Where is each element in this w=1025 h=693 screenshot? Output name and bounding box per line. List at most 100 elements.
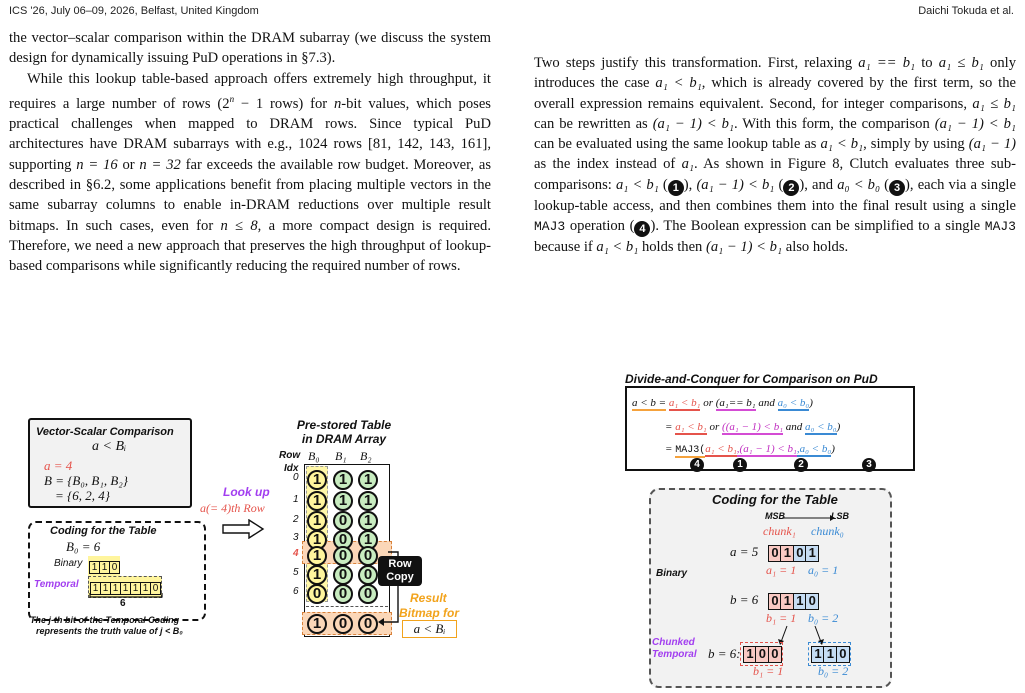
- msb-label: MSB: [765, 511, 785, 521]
- a1-value: a₁ = 1: [766, 563, 797, 577]
- table-cell: 0: [333, 565, 353, 585]
- row-idx-selected: 4: [293, 548, 299, 559]
- table-cell: 1: [307, 491, 327, 511]
- step-4-badge: 4: [634, 221, 651, 238]
- result-expr: a < Bᵢ: [402, 620, 457, 638]
- col-head-b2: B₂: [360, 449, 372, 463]
- table-cell: 1: [333, 491, 353, 511]
- temporal-brace: [89, 593, 163, 598]
- running-header-left: ICS '26, July 06–09, 2026, Belfast, Unit…: [9, 5, 259, 17]
- formula-box: [625, 386, 915, 471]
- result-label-2: Bitmap for: [399, 606, 459, 620]
- table-cell: 0: [333, 546, 353, 566]
- row-idx: 3: [293, 532, 299, 543]
- table-cell: 1: [307, 530, 327, 550]
- row-idx: 1: [293, 494, 299, 505]
- col-head-b0: B₀: [308, 449, 320, 463]
- table-cell: 1: [307, 546, 327, 566]
- b1-value: b₁ = 1: [766, 611, 797, 625]
- table-cell: 0: [358, 584, 378, 604]
- b0-value: B₀ = 6: [66, 539, 101, 554]
- step-1-badge: 1: [667, 179, 684, 196]
- b-values: = {6, 2, 4}: [55, 488, 110, 503]
- paragraph-1: the vector–scalar comparison within the …: [9, 30, 491, 67]
- num-4-badge: 4: [690, 458, 704, 472]
- lsb-label: LSB: [831, 511, 849, 521]
- running-header-right: Daichi Tokuda et al.: [918, 5, 1014, 17]
- chunk-b1-value: b₁ = 1: [753, 664, 784, 678]
- table-cell: 1: [333, 470, 353, 490]
- right-text-column: Two steps justify this transformation. F…: [534, 53, 1016, 258]
- paragraph-2: While this lookup table-based approach o…: [9, 70, 492, 275]
- col-head-b1: B₁: [335, 449, 347, 463]
- table-cell: 1: [358, 511, 378, 531]
- idx-label: Idx: [284, 463, 299, 474]
- num-1-badge: 1: [733, 458, 747, 472]
- table-cell: 1: [358, 470, 378, 490]
- row-idx: 5: [293, 567, 299, 578]
- binary-label-right: Binary: [656, 568, 688, 579]
- binary-label-left: Binary: [54, 558, 83, 569]
- table-cell: 1: [307, 565, 327, 585]
- b-equals-6: b = 6: [730, 592, 759, 607]
- step-3-badge: 3: [889, 179, 906, 196]
- vs-expr: a < Bᵢ: [92, 439, 127, 454]
- coding-box-left: [28, 521, 206, 621]
- b-set: B = {B₀, B₁, B₂}: [44, 473, 128, 488]
- coding-title-right: Coding for the Table: [712, 492, 838, 507]
- result-cell: 1: [307, 614, 327, 634]
- table-cell: 0: [333, 511, 353, 531]
- num-2-badge: 2: [794, 458, 808, 472]
- num-3-badge: 3: [862, 458, 876, 472]
- vs-title: Vector-Scalar Comparison: [36, 426, 174, 438]
- coding-title-left: Coding for the Table: [50, 525, 157, 537]
- step-2-badge: 2: [783, 179, 800, 196]
- temporal-note-1: The j-th bit of the Temporal Coding: [30, 615, 180, 625]
- result-cell: 0: [333, 614, 353, 634]
- table-cell: 1: [307, 511, 327, 531]
- row-idx: 6: [293, 586, 299, 597]
- chunk1-label: chunk₁: [763, 524, 796, 538]
- row-label: Row: [279, 450, 301, 461]
- table-cell: 1: [358, 491, 378, 511]
- result-cell: 0: [358, 614, 378, 634]
- dc-title: Divide-and-Conquer for Comparison on PuD: [625, 372, 878, 386]
- table-cell: 1: [307, 470, 327, 490]
- a-equals-5: a = 5: [730, 544, 759, 559]
- lookup-arrow-icon: [222, 519, 265, 539]
- table-cell: 0: [333, 584, 353, 604]
- a-value: a = 4: [44, 458, 73, 473]
- lookup-label: Look up: [223, 485, 270, 499]
- b-equals-6-chunked: b = 6:: [708, 646, 741, 661]
- result-label-1: Result: [410, 591, 447, 605]
- table-separator: [306, 606, 388, 607]
- row-idx: 2: [293, 514, 299, 525]
- lookup-row-label: a(= 4)th Row: [200, 501, 265, 515]
- temporal-label-left: Temporal: [34, 579, 79, 590]
- row-copy-arrow: [378, 551, 399, 626]
- chunk-b0-value: b₀ = 2: [818, 664, 849, 678]
- temporal-count: 6: [120, 598, 126, 609]
- left-text-column: the vector–scalar comparison within the …: [9, 28, 491, 276]
- row-idx: 0: [293, 472, 299, 483]
- formula-line-3: = MAJ3(a₁ < b₁,(a₁ − 1) < b₁,a₀ < b₀): [665, 443, 835, 458]
- a0-value: a₀ = 1: [808, 563, 839, 577]
- table-cell: 0: [307, 584, 327, 604]
- chunk0-label: chunk₀: [811, 524, 844, 538]
- b0-value: b₀ = 2: [808, 611, 839, 625]
- temporal-note-2: represents the truth value of j < B₀: [36, 626, 183, 636]
- vector-scalar-box: Vector-Scalar Comparison a < Bᵢ a = 4 B …: [28, 418, 192, 508]
- formula-line-2: = a₁ < b₁ or ((a₁ − 1) < b₁ and a₀ < b₀): [665, 421, 841, 435]
- msb-lsb-arrow: [782, 515, 835, 521]
- formula-line-1: a < b = a₁ < b₁ or (a₁== b₁ and a₀ < b₀): [632, 397, 813, 411]
- paragraph-3: Two steps justify this transformation. F…: [534, 55, 1016, 256]
